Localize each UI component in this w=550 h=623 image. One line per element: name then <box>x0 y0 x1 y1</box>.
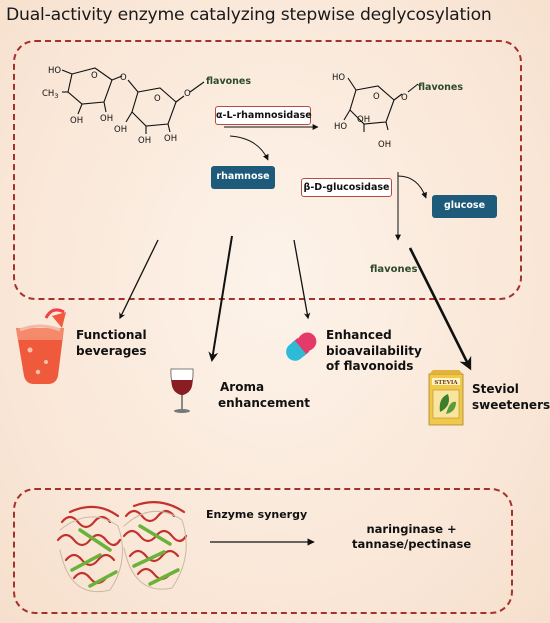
enzyme-structure-left <box>56 505 123 593</box>
enzyme-structure-right <box>122 501 188 590</box>
synergy-panel <box>13 488 513 614</box>
svg-text:OH: OH <box>164 134 177 144</box>
arrow-to-beverages <box>119 239 159 320</box>
glucose-release-arrow <box>397 175 427 199</box>
svg-text:O: O <box>401 93 408 103</box>
svg-text:OH: OH <box>138 136 151 146</box>
glucoside-labels: HO HO OH OH O O flavones <box>332 73 463 150</box>
page-title: Dual-activity enzyme catalyzing stepwise… <box>6 5 492 25</box>
wine-glass-icon <box>170 368 194 413</box>
svg-text:flavones: flavones <box>418 82 463 93</box>
svg-text:CH3: CH3 <box>42 89 58 100</box>
svg-text:HO: HO <box>332 73 345 83</box>
svg-text:STEVIA: STEVIA <box>434 380 458 386</box>
glucosidase-label: β-D-glucosidase <box>301 178 392 197</box>
svg-text:O: O <box>373 92 380 102</box>
reaction-panel <box>13 40 522 300</box>
application-functional-beverages: Functional beverages <box>76 328 147 358</box>
svg-text:O: O <box>154 94 161 104</box>
svg-text:HO: HO <box>334 122 347 132</box>
rhamnose-product: rhamnose <box>211 166 275 189</box>
synergy-result: naringinase + tannase/pectinase <box>352 522 472 551</box>
svg-text:OH: OH <box>70 116 83 126</box>
arrow-to-bioavailability <box>293 239 311 320</box>
svg-text:HO: HO <box>48 66 61 76</box>
rutinoside-labels: HO CH3 OH OH OH OH OH O O O O flavones <box>42 66 251 146</box>
application-bioavailability: Enhanced bioavailability of flavonoids <box>326 328 422 373</box>
svg-text:OH: OH <box>357 115 370 125</box>
glucoside-structure <box>343 77 419 132</box>
flavones-product: flavones <box>370 264 418 275</box>
svg-text:OH: OH <box>100 114 113 124</box>
application-aroma-enhancement: Aroma enhancement <box>218 380 311 410</box>
application-steviol-sweeteners: Steviol sweeteners <box>472 382 550 412</box>
glucose-product: glucose <box>432 195 497 218</box>
svg-text:OH: OH <box>378 140 391 150</box>
drink-glass-icon <box>16 308 66 384</box>
arrow-to-aroma <box>208 235 233 362</box>
svg-text:OH: OH <box>114 125 127 135</box>
svg-text:O: O <box>184 89 191 99</box>
svg-text:O: O <box>91 71 98 81</box>
synergy-label: Enzyme synergy <box>206 508 308 521</box>
svg-text:flavones: flavones <box>206 76 251 87</box>
capsule-icon <box>286 332 317 361</box>
rhamnose-release-arrow <box>229 135 269 161</box>
arrow-to-steviol <box>408 247 472 371</box>
svg-text:O: O <box>120 73 127 83</box>
stevia-packet-icon: STEVIA <box>428 370 464 426</box>
rhamnosidase-label: α-L-rhamnosidase <box>215 106 312 125</box>
rutinoside-structure <box>61 67 205 134</box>
